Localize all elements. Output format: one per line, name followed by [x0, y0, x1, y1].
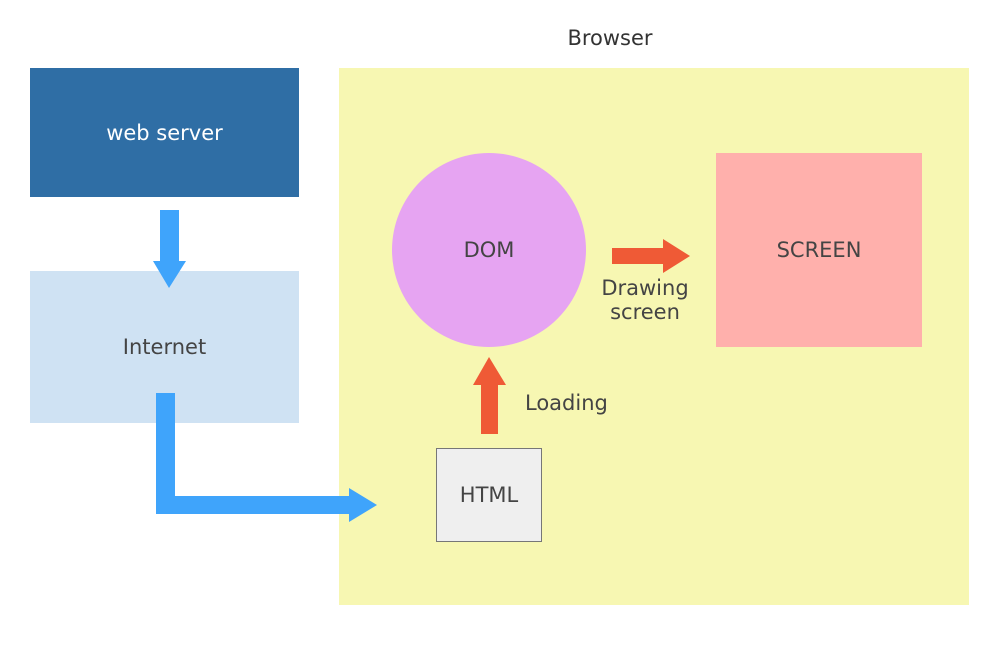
html-node: HTML	[436, 448, 542, 542]
internet-to-html-arrow	[156, 393, 377, 522]
browser-title: Browser	[567, 26, 653, 50]
internet-label: Internet	[122, 335, 207, 359]
screen-node: SCREEN	[716, 153, 922, 347]
web-server-node: web server	[30, 68, 299, 197]
web-server-label: web server	[106, 120, 223, 145]
screen-label: SCREEN	[776, 238, 862, 262]
loading-arrow	[473, 357, 506, 434]
drawing-screen-label: Drawing screen	[601, 276, 689, 324]
server-to-internet-arrow	[153, 210, 186, 288]
loading-label: Loading	[525, 391, 608, 415]
dom-label: DOM	[463, 238, 515, 262]
html-label: HTML	[459, 483, 519, 507]
drawing-arrow	[612, 239, 690, 273]
dom-node: DOM	[392, 153, 586, 347]
